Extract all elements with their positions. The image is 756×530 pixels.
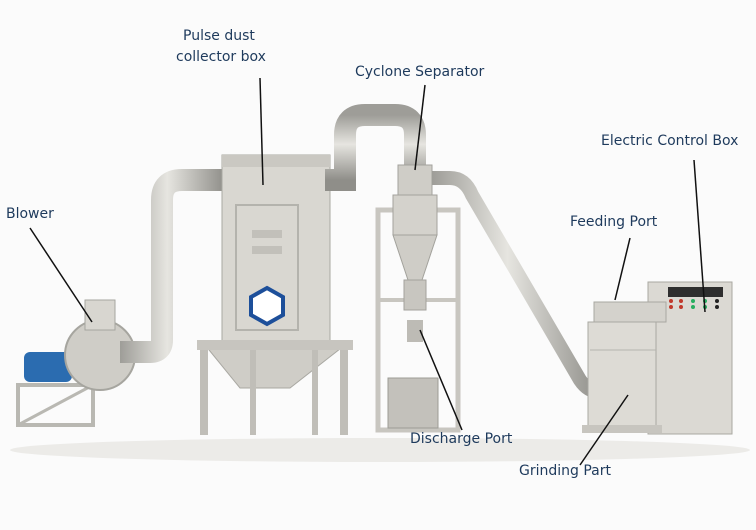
pipe — [120, 169, 225, 363]
label-blower: Blower — [6, 206, 54, 222]
discharge-bucket — [387, 377, 439, 429]
cyclone-separator — [375, 164, 461, 433]
label-grinding-part: Grinding Part — [519, 463, 611, 479]
blower — [16, 299, 136, 427]
logo — [249, 285, 285, 327]
label-electric-control-box: Electric Control Box — [601, 133, 739, 149]
grinder-and-control-box — [582, 281, 733, 435]
motor — [24, 352, 72, 382]
label-pulse-dust-collector-line1: Pulse dust — [183, 28, 255, 44]
label-cyclone-separator: Cyclone Separator — [355, 64, 485, 80]
pipe — [325, 104, 426, 191]
label-feeding-port: Feeding Port — [570, 214, 658, 230]
pulse-dust-collector — [197, 154, 353, 435]
leader-lines — [29, 77, 706, 466]
label-pulse-dust-collector-line2: collector box — [176, 49, 266, 65]
label-discharge-port: Discharge Port — [410, 431, 513, 447]
ground-shadow — [10, 438, 750, 462]
control-buttons — [669, 299, 719, 309]
